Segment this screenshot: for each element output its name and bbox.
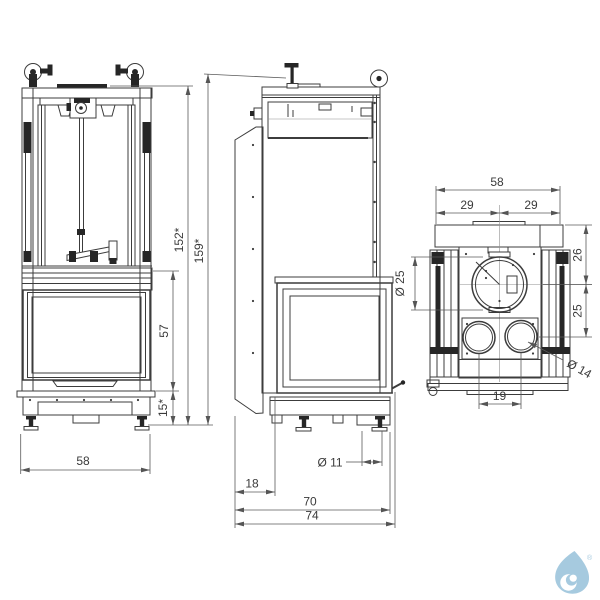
foot-left-icon bbox=[23, 416, 39, 431]
dim-frame-height: 152* bbox=[172, 227, 186, 252]
air-vent-right bbox=[504, 319, 538, 354]
air-vent-left bbox=[462, 320, 496, 355]
rear-mantle-panel bbox=[234, 126, 264, 415]
logo-swirl-core bbox=[569, 574, 577, 582]
door-top-edge bbox=[57, 84, 107, 88]
rear-view bbox=[426, 205, 592, 396]
door-handle-slot bbox=[52, 380, 118, 387]
dim-door-height: 57 bbox=[157, 324, 171, 338]
flue-outlet bbox=[471, 256, 528, 313]
foot-right-icon bbox=[134, 416, 150, 431]
top-plate bbox=[434, 224, 564, 248]
dim-front-width: 58 bbox=[76, 454, 90, 468]
counterweight-right bbox=[142, 122, 151, 262]
dim-total-depth: 74 bbox=[305, 509, 319, 523]
front-view bbox=[16, 63, 156, 431]
rail-left bbox=[429, 249, 459, 378]
dim-vent-diameter: Ø 14 bbox=[565, 356, 595, 381]
counterweight-left bbox=[23, 122, 32, 262]
dim-rear-width: 58 bbox=[490, 175, 504, 189]
dim-right-half: 29 bbox=[524, 198, 538, 212]
dim-rear-gap: 18 bbox=[245, 477, 259, 491]
registered-mark: ® bbox=[587, 554, 593, 562]
dim-depth: 70 bbox=[303, 495, 317, 509]
foot-rear-icon bbox=[295, 416, 312, 432]
dim-left-half: 29 bbox=[460, 198, 474, 212]
plinth bbox=[22, 396, 151, 416]
dim-flue-diameter: Ø 25 bbox=[393, 270, 407, 296]
pulley-left-icon bbox=[24, 63, 53, 87]
dim-plinth-height: 15* bbox=[156, 399, 170, 417]
damper-knob-icon bbox=[284, 63, 299, 89]
lift-lever bbox=[66, 229, 118, 264]
door-handle-icon bbox=[391, 380, 406, 390]
pulley-side-icon bbox=[370, 69, 388, 88]
foot-front-icon bbox=[371, 416, 388, 432]
glass-door bbox=[22, 289, 151, 381]
dim-total-height: 159* bbox=[192, 238, 206, 263]
side-view bbox=[234, 63, 406, 432]
rail-right bbox=[541, 249, 571, 378]
brand-logo: ® bbox=[555, 551, 593, 594]
cable-pulley bbox=[66, 97, 97, 231]
dim-flue-to-vents: 25 bbox=[571, 304, 585, 318]
door-module-side bbox=[274, 276, 394, 394]
side-dimensions: 18 70 74 Ø 11 bbox=[234, 392, 396, 528]
front-dimensions: 58 57 15* 152* 159* bbox=[20, 73, 287, 474]
dim-vent-spacing: 19 bbox=[493, 389, 507, 403]
dim-flue-offset: 26 bbox=[571, 248, 585, 262]
dim-foot-diameter: Ø 11 bbox=[317, 456, 342, 470]
body-side bbox=[261, 86, 381, 394]
pulley-right-icon bbox=[115, 63, 144, 87]
